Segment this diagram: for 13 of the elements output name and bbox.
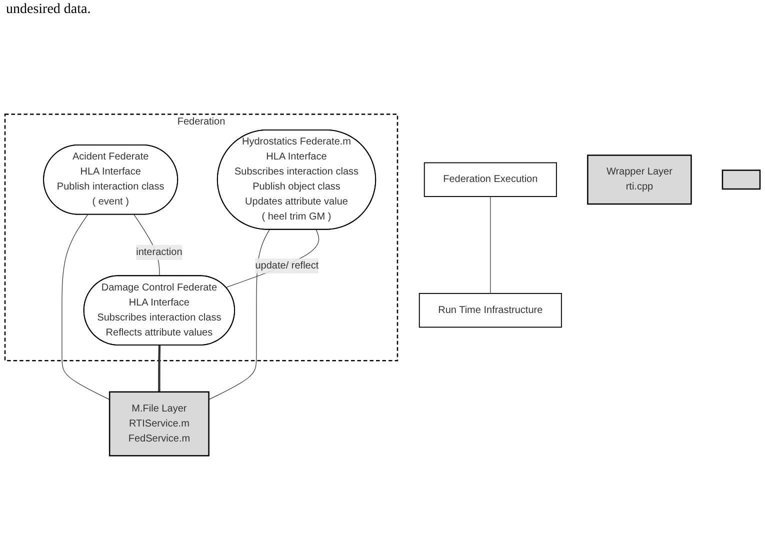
note-text: undesired data. xyxy=(6,2,91,17)
edge-label: interaction xyxy=(136,246,182,258)
connector xyxy=(226,229,320,288)
connector xyxy=(62,214,110,400)
connector xyxy=(158,345,161,392)
node-box xyxy=(722,170,761,190)
node-box: Run Time Infrastructure xyxy=(418,292,562,328)
node-box: Federation Execution xyxy=(424,162,557,197)
node-box: Wrapper Layer rti.cpp xyxy=(587,154,692,205)
node-box: M.File Layer RTIService.m FedService.m xyxy=(108,391,210,456)
connector xyxy=(208,229,270,400)
edge-label: update/ reflect xyxy=(255,260,319,271)
connector xyxy=(490,196,491,294)
